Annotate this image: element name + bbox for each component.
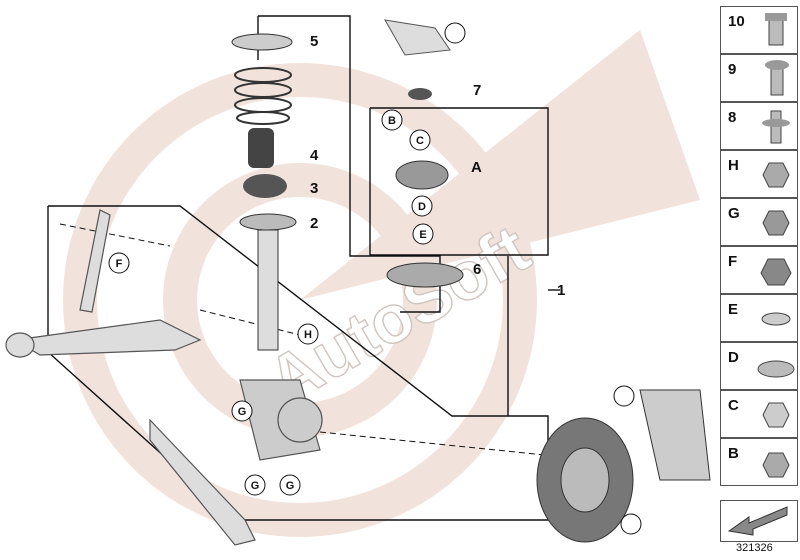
part-cell-C: C [720,390,798,438]
part-cell-B: B [720,438,798,486]
leader-lines [59,223,546,456]
callout-G2: G [251,480,260,492]
watermark-wedge [300,30,700,300]
callout-5: 5 [310,33,318,50]
part-cell-G: G [720,198,798,246]
part-cell-E: E [720,294,798,342]
callout-6: 6 [473,261,481,278]
callout-G: G [238,406,247,418]
part-cell-8: 8 [720,102,798,150]
callout-G3: G [286,480,295,492]
brake-disc [536,417,634,543]
navigation-arrow-button[interactable] [720,500,798,542]
letter-callouts: B C D E F G G G H [116,115,427,492]
brake-caliper [639,389,711,481]
control-arms [5,209,256,546]
part-cell-F: F [720,246,798,294]
callout-H: H [304,329,312,341]
part-cell-10: 10 [720,6,798,54]
callout-C: C [416,135,424,147]
callout-7: 7 [473,82,481,99]
callout-D: D [418,201,426,213]
callout-2: 2 [310,215,318,232]
part-cell-H: H [720,150,798,198]
callout-F: F [116,258,123,270]
coil-spring [234,67,292,125]
strut-parts [231,19,464,351]
wheel-hub [239,379,323,461]
part-cell-D: D [720,342,798,390]
callout-B: B [388,115,396,127]
part-cell-9: 9 [720,54,798,102]
callout-circles [108,22,642,535]
callout-E: E [419,229,426,241]
callout-4: 4 [310,147,319,164]
arrow-icon [727,506,788,536]
diagram-code: 321326 [736,542,773,554]
callout-3: 3 [310,180,318,197]
callout-A: A [471,159,482,176]
callout-1: 1 [557,282,565,299]
